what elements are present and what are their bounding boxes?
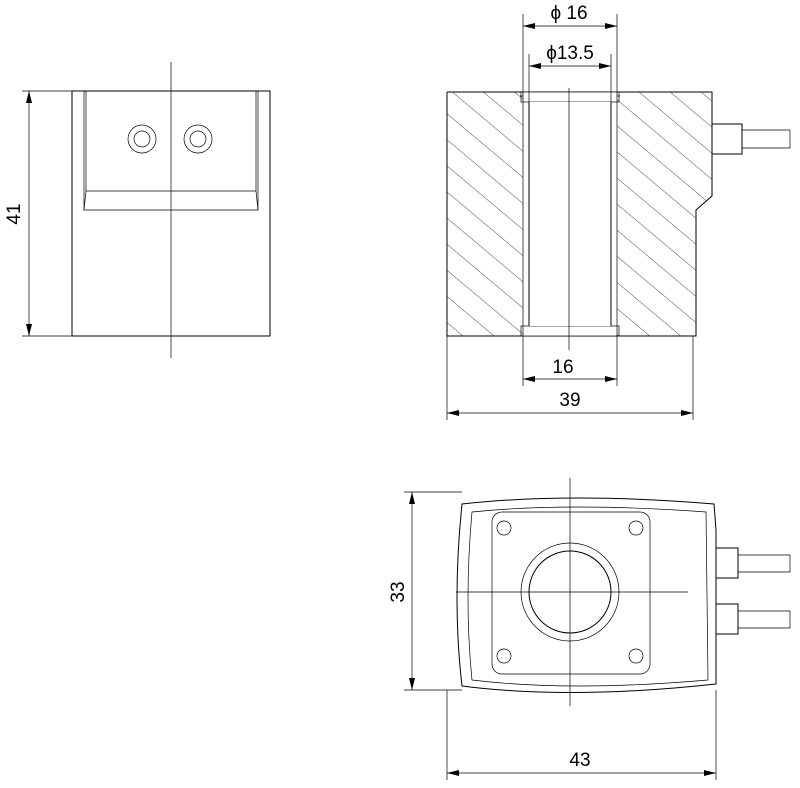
dimension-width-39: 39 <box>446 336 694 420</box>
top-terminal-pin-lower <box>715 603 791 635</box>
dim-43-label: 43 <box>569 750 590 771</box>
dim-41-label: 41 <box>4 203 25 224</box>
front-view: 41 <box>4 62 271 358</box>
mounting-hole-top-left <box>496 520 512 536</box>
terminal-hole-right <box>183 124 213 154</box>
terminal-hole-left <box>127 124 157 154</box>
dim-33-label: 33 <box>388 581 409 602</box>
dim-bore-inner-label: ϕ13.5 <box>546 43 594 64</box>
mounting-hole-top-right <box>628 520 644 536</box>
dim-bore-outer-label: ϕ 16 <box>550 3 587 24</box>
dimension-bore-outer: ϕ 16 <box>522 3 618 92</box>
top-inner-outline <box>467 506 709 687</box>
mounting-hole-bottom-left <box>496 648 512 664</box>
dimension-height-41: 41 <box>4 90 72 337</box>
dim-bottom-16-label: 16 <box>552 357 573 378</box>
dimension-bottom-16: 16 <box>522 336 618 386</box>
top-view: 33 43 <box>388 478 791 780</box>
top-outer-outline <box>456 497 717 694</box>
dimension-height-33: 33 <box>388 491 462 691</box>
top-mounting-plate <box>491 511 651 675</box>
section-terminal-pin <box>711 123 791 155</box>
top-terminal-pin-upper <box>715 547 791 579</box>
dimension-width-43: 43 <box>446 690 717 780</box>
mounting-hole-bottom-right <box>628 648 644 664</box>
dimension-bore-inner: ϕ13.5 <box>528 43 612 102</box>
section-view: ϕ 16 ϕ13.5 16 39 <box>446 3 791 420</box>
dim-39-label: 39 <box>559 390 580 411</box>
